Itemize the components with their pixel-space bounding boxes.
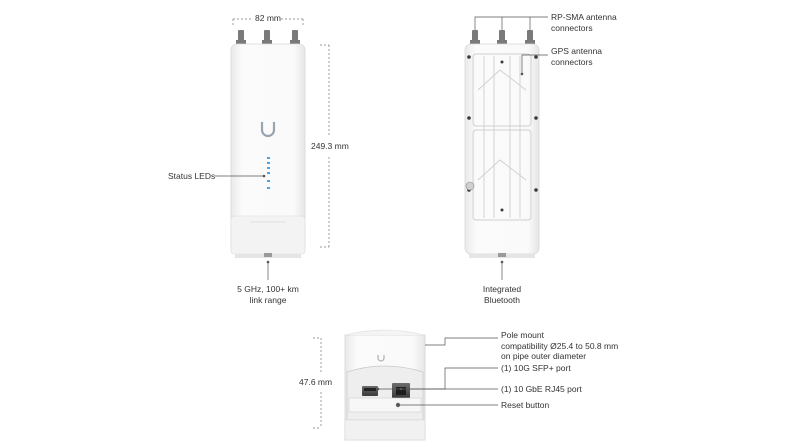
status-led-indicators: [267, 157, 270, 189]
bluetooth-line-2: Bluetooth: [484, 294, 520, 305]
pole-mount-line-2: compatibility Ø25.4 to 50.8 mm: [501, 340, 619, 351]
gps-line-2: connectors: [551, 56, 593, 67]
link-range-line-2: link range: [249, 294, 287, 305]
ubiquiti-logo-icon: [260, 122, 276, 138]
gps-line-1: GPS antenna: [551, 46, 603, 56]
pole-mount-line-3: on pipe outer diameter: [501, 351, 587, 361]
height-dimension-label: 249.3 mm: [311, 141, 349, 151]
height-dimension-line: [320, 44, 330, 248]
front-view: [215, 18, 330, 280]
depth-dimension-label: 47.6 mm: [299, 377, 333, 387]
rear-housing: [464, 43, 540, 255]
rp-sma-label: RP-SMA antenna connectors: [551, 12, 617, 33]
link-range-line-1: 5 GHz, 100+ km: [237, 284, 299, 294]
width-dimension-label: 82 mm: [255, 13, 281, 23]
reset-button-label: Reset button: [501, 400, 550, 410]
bottom-detail-view: [313, 329, 498, 441]
pole-mount-label: Pole mount compatibility Ø25.4 to 50.8 m…: [501, 330, 618, 362]
sfp-port-label: (1) 10G SFP+ port: [501, 363, 571, 373]
rp-sma-line-1: RP-SMA antenna: [551, 12, 617, 22]
rj45-port-label: (1) 10 GbE RJ45 port: [501, 384, 582, 394]
gps-label: GPS antenna connectors: [551, 46, 602, 67]
rear-mount-bracket: [472, 53, 532, 221]
status-leds-label: Status LEDs: [168, 171, 216, 181]
rp-sma-line-2: connectors: [551, 22, 593, 33]
bluetooth-label: Integrated Bluetooth: [467, 284, 537, 305]
link-range-label: 5 GHz, 100+ km link range: [228, 284, 308, 305]
front-antenna-connectors: [236, 30, 300, 44]
width-dimension-line: [232, 18, 304, 27]
bluetooth-line-1: Integrated: [482, 284, 522, 294]
rear-view: [464, 16, 548, 280]
pole-mount-line-1: Pole mount: [501, 330, 544, 340]
